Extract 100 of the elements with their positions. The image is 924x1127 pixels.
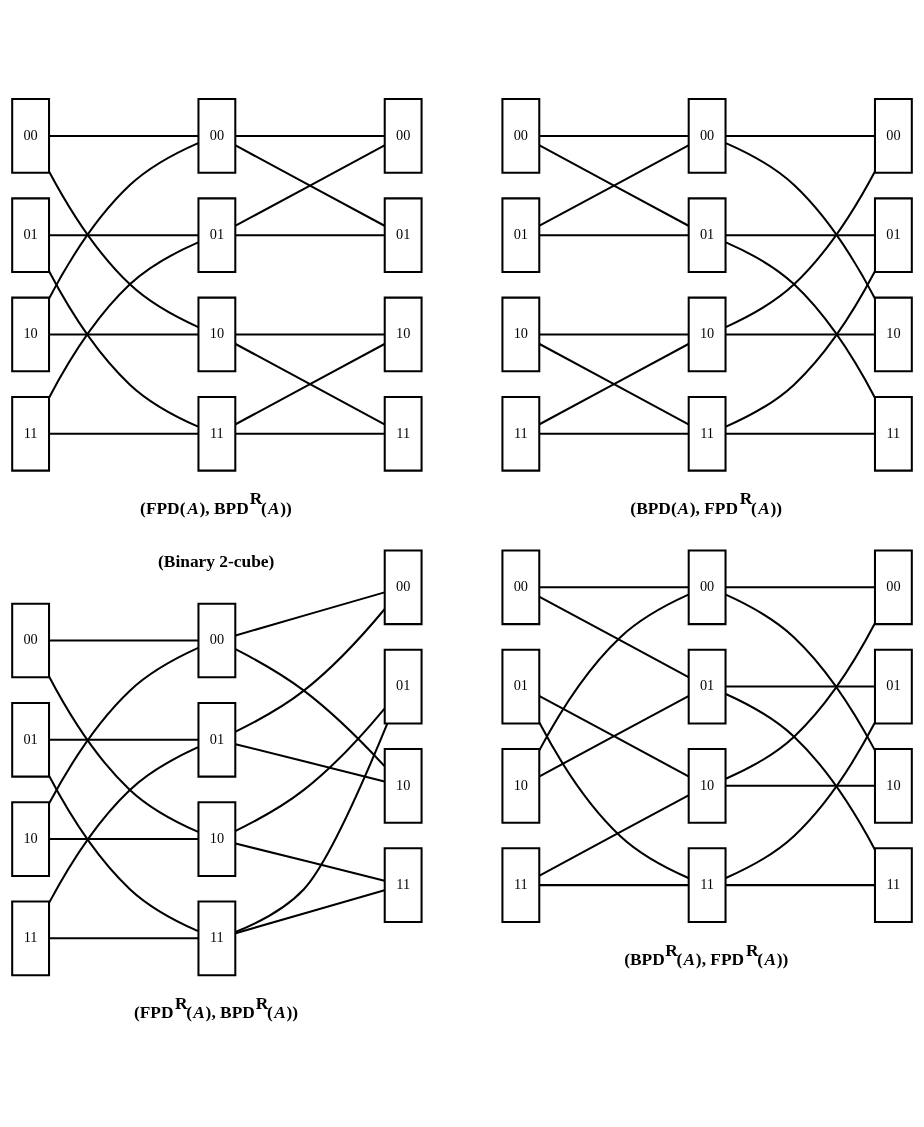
node-box: 00 xyxy=(383,97,423,174)
node-box: 11 xyxy=(501,846,541,923)
connector xyxy=(539,342,689,425)
node-box: 10 xyxy=(11,800,51,877)
node-box: 11 xyxy=(11,395,51,472)
node-box: 10 xyxy=(383,747,423,824)
connector xyxy=(539,233,689,236)
connector xyxy=(49,432,199,435)
connector xyxy=(49,638,199,642)
node-box: 01 xyxy=(197,196,237,273)
connector xyxy=(725,233,875,236)
node-box: 10 xyxy=(501,747,541,824)
node-box: 00 xyxy=(197,97,237,174)
node-box: 01 xyxy=(687,196,727,273)
connector xyxy=(725,432,875,435)
node-box: 01 xyxy=(383,196,423,273)
connector xyxy=(538,721,689,879)
connector xyxy=(235,608,386,732)
connector xyxy=(48,240,199,398)
label: (Binary 2-cube) xyxy=(158,551,275,571)
node-box: 01 xyxy=(11,196,51,273)
connector xyxy=(235,233,385,236)
connector xyxy=(235,432,385,435)
connector xyxy=(539,332,689,335)
node-box: 01 xyxy=(501,196,541,273)
node-box: 01 xyxy=(687,648,727,724)
connector xyxy=(235,888,385,934)
connector xyxy=(539,883,689,886)
connector xyxy=(725,622,876,780)
node-box: 11 xyxy=(687,395,727,472)
connector xyxy=(725,883,875,886)
connector xyxy=(725,332,875,335)
connector xyxy=(539,595,689,678)
node-box: 00 xyxy=(197,602,237,678)
node-box: 00 xyxy=(501,97,541,174)
connector xyxy=(538,593,689,751)
connector xyxy=(235,332,385,335)
node-box: 01 xyxy=(501,648,541,724)
connector xyxy=(49,332,199,335)
connector xyxy=(725,692,876,850)
node-box: 11 xyxy=(501,395,541,472)
node-box: 00 xyxy=(11,97,51,174)
connector xyxy=(48,745,199,903)
node-box: 11 xyxy=(197,899,237,976)
connector xyxy=(49,738,199,741)
connector xyxy=(48,774,199,932)
node-box: 11 xyxy=(687,846,727,923)
node-box: 10 xyxy=(873,296,913,372)
connector xyxy=(725,270,876,428)
connector xyxy=(235,742,385,782)
connector xyxy=(235,342,385,425)
connector xyxy=(49,134,199,137)
connector xyxy=(235,707,386,832)
connector xyxy=(725,784,875,787)
node-box: 01 xyxy=(11,701,51,778)
node-box: 10 xyxy=(687,747,727,824)
connector xyxy=(725,134,875,137)
connector xyxy=(725,240,876,398)
connector xyxy=(725,170,876,328)
node-box: 01 xyxy=(197,701,237,778)
node-box: 01 xyxy=(873,648,913,724)
connector xyxy=(539,134,689,137)
connector xyxy=(235,134,385,137)
node-box: 11 xyxy=(873,395,913,472)
node-box: 00 xyxy=(873,97,913,174)
connector xyxy=(725,585,875,588)
connector xyxy=(539,793,689,876)
node-box: 10 xyxy=(383,296,423,372)
connector xyxy=(48,170,199,328)
node-box: 10 xyxy=(501,296,541,372)
connector xyxy=(725,685,875,688)
node-box: 00 xyxy=(873,548,913,625)
node-box: 11 xyxy=(383,846,423,923)
connector xyxy=(235,144,385,227)
connector xyxy=(725,141,876,299)
node-box: 01 xyxy=(383,648,423,724)
connector xyxy=(48,141,199,299)
connector xyxy=(539,432,689,435)
connector xyxy=(49,936,199,939)
node-box: 11 xyxy=(11,899,51,976)
node-box: 01 xyxy=(873,196,913,273)
node-box: 11 xyxy=(197,395,237,472)
connector xyxy=(725,721,876,879)
connector xyxy=(539,585,689,588)
connector xyxy=(48,646,199,804)
node-box: 00 xyxy=(383,548,423,625)
connector xyxy=(539,144,689,227)
connector xyxy=(235,722,389,933)
node-box: 11 xyxy=(383,395,423,472)
connector xyxy=(49,837,199,840)
connector xyxy=(539,694,689,777)
connector xyxy=(48,270,199,428)
node-box: 10 xyxy=(197,800,237,877)
node-box: 00 xyxy=(501,548,541,625)
connector xyxy=(235,647,386,767)
node-box: 11 xyxy=(873,846,913,923)
node-box: 10 xyxy=(873,747,913,824)
node-box: 00 xyxy=(687,97,727,174)
connector xyxy=(48,675,199,833)
connector xyxy=(235,841,385,882)
